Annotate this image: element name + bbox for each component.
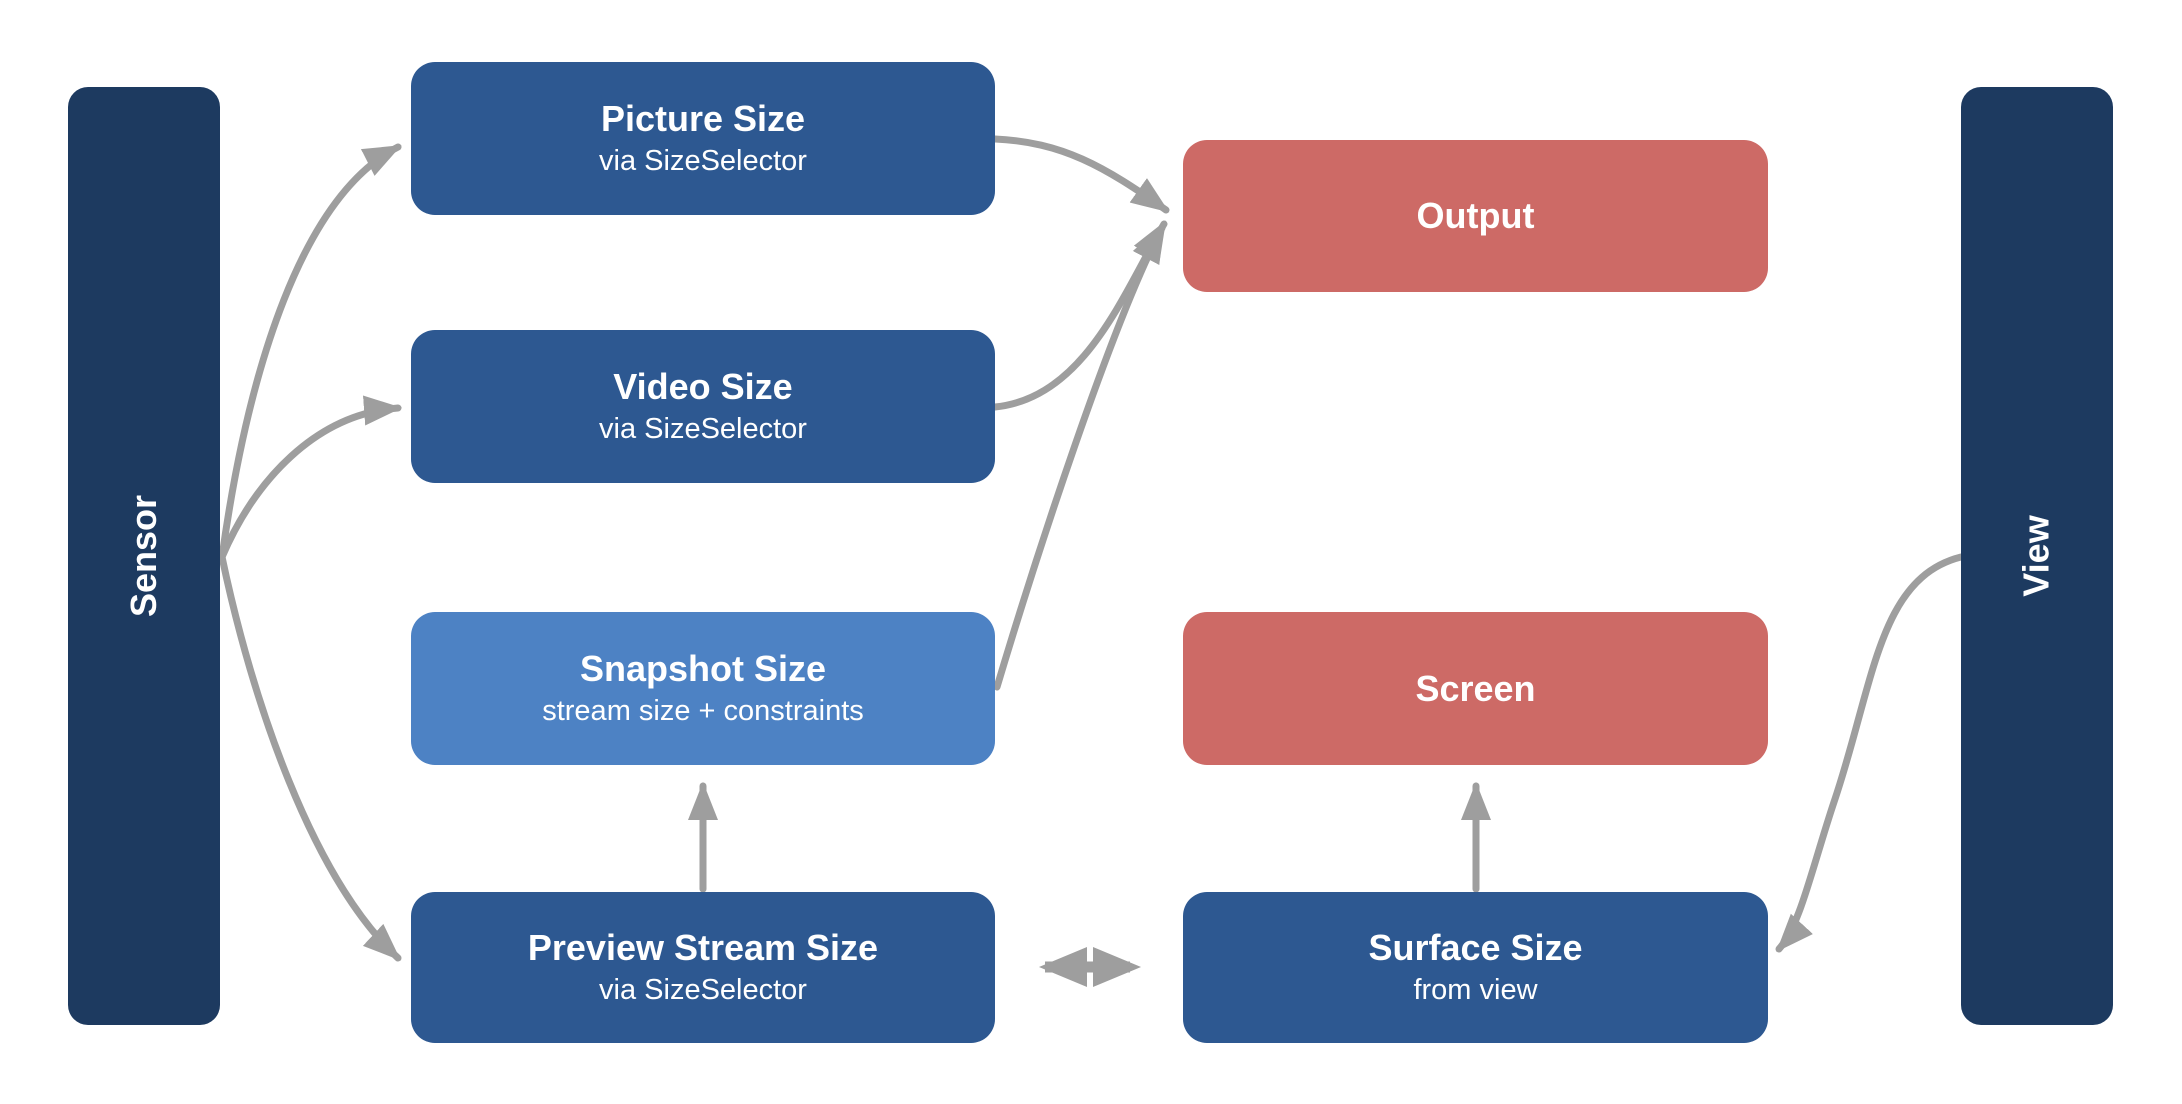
view-bar: View — [1961, 87, 2113, 1025]
surface-size-title: Surface Size — [1368, 927, 1583, 969]
video-size-node: Video Size via SizeSelector — [411, 330, 995, 483]
preview-stream-size-node: Preview Stream Size via SizeSelector — [411, 892, 995, 1043]
view-label: View — [2015, 515, 2057, 597]
surface-size-subtitle: from view — [1413, 973, 1538, 1006]
edge-sensor-to-video-size — [218, 395, 402, 561]
edge-snapshot-size-to-output — [993, 224, 1166, 691]
edge-sensor-to-preview-stream-size — [218, 553, 402, 962]
edge-picture-size-to-output — [991, 135, 1170, 214]
picture-size-title: Picture Size — [600, 98, 806, 140]
snapshot-size-title: Snapshot Size — [579, 648, 827, 690]
screen-title: Screen — [1415, 667, 1536, 709]
edge-view-to-surface-size — [1775, 553, 1965, 953]
edge-sensor-to-picture-size — [218, 143, 402, 561]
sensor-label: Sensor — [122, 494, 164, 618]
output-title: Output — [1416, 195, 1535, 237]
video-size-subtitle: via SizeSelector — [599, 412, 807, 445]
preview-stream-size-subtitle: via SizeSelector — [599, 973, 807, 1006]
snapshot-size-subtitle: stream size + constraints — [542, 694, 864, 727]
surface-size-node: Surface Size from view — [1183, 892, 1768, 1043]
preview-stream-size-title: Preview Stream Size — [527, 927, 879, 969]
edge-video-size-to-output — [991, 220, 1168, 411]
video-size-title: Video Size — [613, 366, 793, 408]
output-node: Output — [1183, 140, 1768, 292]
sensor-bar: Sensor — [68, 87, 220, 1025]
screen-node: Screen — [1183, 612, 1768, 765]
snapshot-size-node: Snapshot Size stream size + constraints — [411, 612, 995, 765]
picture-size-subtitle: via SizeSelector — [599, 144, 807, 177]
picture-size-node: Picture Size via SizeSelector — [411, 62, 995, 215]
